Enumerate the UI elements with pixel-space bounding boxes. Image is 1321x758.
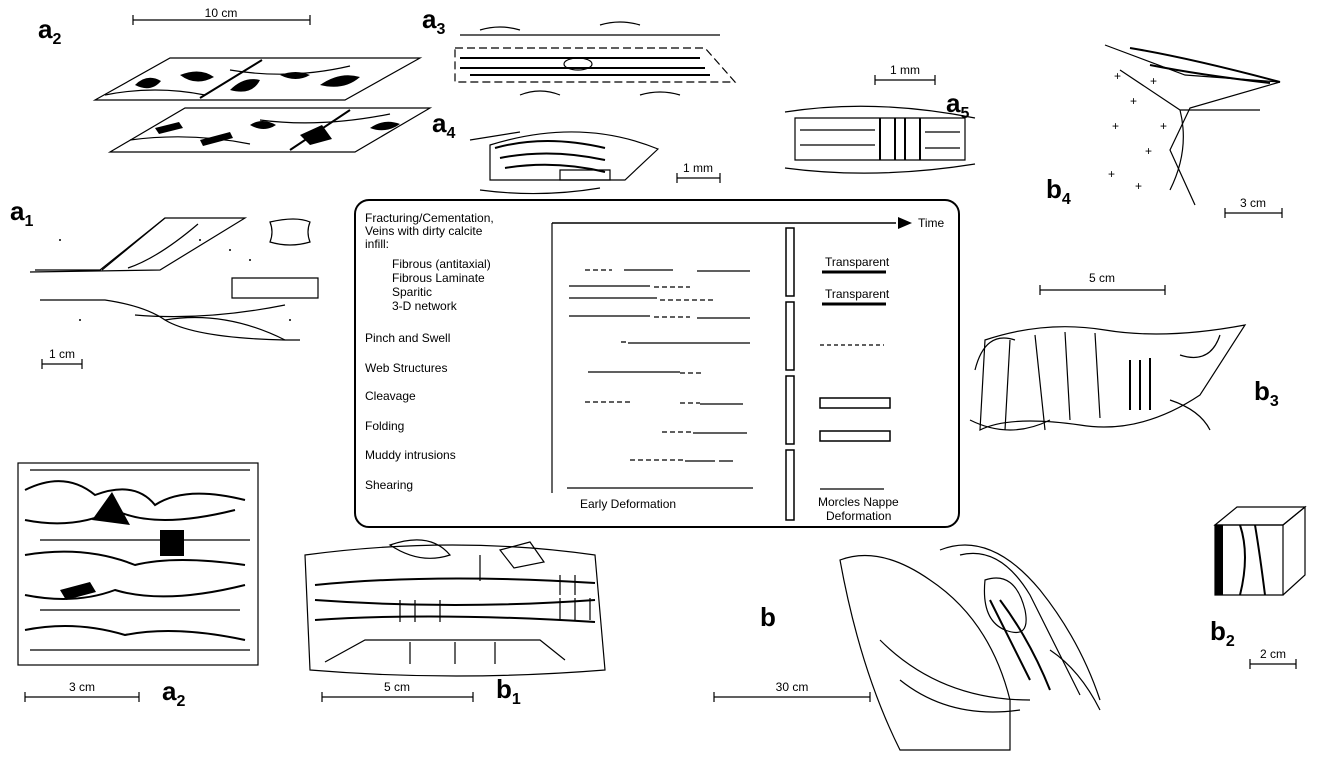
sketch-b2 [1215,507,1305,595]
row-label-web-structures: Web Structures [365,361,447,375]
row-label-folding: Folding [365,419,404,433]
svg-text:Veins with dirty calcite: Veins with dirty calcite [365,224,483,238]
scale-bar-b1: 5 cm [322,680,473,702]
row-label-cleavage: Cleavage [365,389,416,403]
panel-label-a2-top: a2 [38,14,61,48]
scale-bar-b3: 5 cm [1040,271,1165,295]
panel-label-b: b [760,602,776,632]
svg-text:Fracturing/Cementation,: Fracturing/Cementation, [365,211,494,225]
svg-text:+: + [1108,167,1115,181]
panel-label-b1: b1 [496,674,521,708]
late-deformation-label-1: Morcles Nappe [818,495,899,509]
svg-text:2 cm: 2 cm [1260,647,1286,661]
row-label-muddy-intrusions: Muddy intrusions [365,448,456,462]
scale-bar-b: 30 cm [714,680,870,702]
panel-label-a3: a3 [422,4,445,38]
panel-b2: b2 2 cm [1210,507,1305,669]
sketch-b4: + + + + + + + + [1105,45,1280,205]
panel-label-b3: b3 [1254,376,1279,410]
svg-text:+: + [1114,69,1121,83]
sketch-a2-top [95,58,430,152]
panel-b3: 5 cm b3 [970,271,1279,430]
row-label-3d-network: 3-D network [392,299,458,313]
panel-b: b 30 cm [714,545,1100,750]
late-transparent-1: Transparent [825,255,890,269]
row-label-shearing: Shearing [365,478,413,492]
panel-label-a1: a1 [10,196,33,230]
sketch-a1 [30,218,318,340]
panel-a1: a1 1 cm [10,196,318,369]
svg-text:+: + [1112,119,1119,133]
svg-text:3 cm: 3 cm [1240,196,1266,210]
scale-bar-a1: 1 cm [42,347,82,369]
panel-label-a2-bottom: a2 [162,676,185,710]
sketch-a4 [470,132,658,194]
panel-a4: a4 1 mm [432,108,720,194]
panel-b1: 5 cm b1 [305,540,605,708]
scale-bar-a4: 1 mm [677,161,720,183]
svg-text:5 cm: 5 cm [1089,271,1115,285]
svg-text:5 cm: 5 cm [384,680,410,694]
sketch-b [840,545,1100,750]
row-label-sparitic: Sparitic [392,285,432,299]
svg-text:1 mm: 1 mm [683,161,713,175]
panel-label-a4: a4 [432,108,455,142]
svg-text:+: + [1130,94,1137,108]
sketch-a3 [455,22,735,95]
scale-bar-a2-bottom: 3 cm [25,680,139,702]
panel-a3: a3 1 mm [422,4,935,95]
svg-text:+: + [1135,179,1142,193]
svg-text:3 cm: 3 cm [69,680,95,694]
sketch-b3 [970,325,1245,430]
early-deformation-label: Early Deformation [580,497,676,511]
late-deformation-label-2: Deformation [826,509,891,523]
svg-text:+: + [1150,74,1157,88]
svg-text:10 cm: 10 cm [205,6,238,20]
svg-text:+: + [1160,119,1167,133]
row-label-pinch-swell: Pinch and Swell [365,331,450,345]
panel-a2-bottom: 3 cm a2 [18,463,258,710]
sketch-a2-bottom [18,463,258,665]
timeline-box: Time Fracturing/Cementation, Veins with … [355,200,959,527]
svg-text:Time: Time [918,216,945,230]
panel-a2-top: a2 10 cm [38,6,430,152]
panel-a5: a5 [785,88,975,173]
scale-bar-a2-top: 10 cm [133,6,310,25]
panel-b4: b4 + + + + + + + + 3 cm [1046,45,1282,218]
sketch-b1 [305,540,605,676]
svg-text:30 cm: 30 cm [776,680,809,694]
late-transparent-2: Transparent [825,287,890,301]
svg-text:infill:: infill: [365,237,389,251]
scale-bar-b2: 2 cm [1250,647,1296,669]
row-label-fibrous-laminate: Fibrous Laminate [392,271,485,285]
scale-bar-a3: 1 mm [875,63,935,85]
svg-text:1 mm: 1 mm [890,63,920,77]
svg-text:1 cm: 1 cm [49,347,75,361]
panel-label-b4: b4 [1046,174,1071,208]
scale-bar-b4: 3 cm [1225,196,1282,218]
panel-label-b2: b2 [1210,616,1235,650]
svg-text:+: + [1145,144,1152,158]
row-label-fibrous-antitaxial: Fibrous (antitaxial) [392,257,491,271]
panel-label-a5: a5 [946,88,969,122]
